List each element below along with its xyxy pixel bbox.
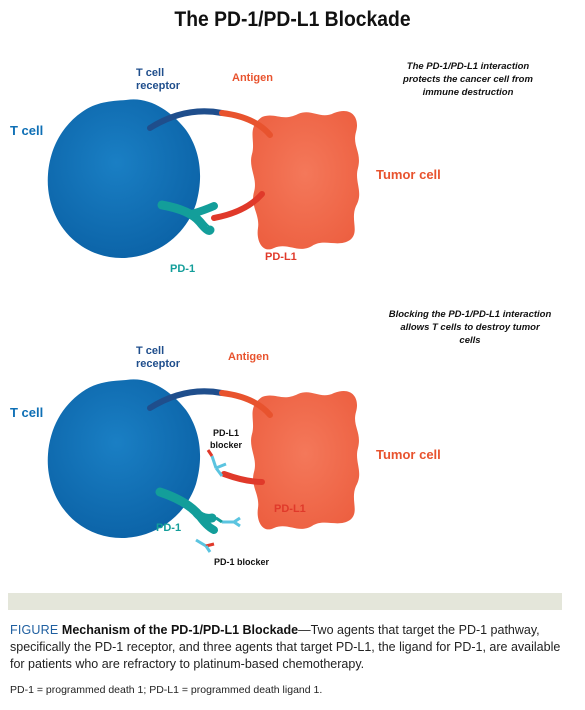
t-cell — [47, 379, 201, 538]
t-cell-label: T cell — [10, 405, 43, 420]
tcr-label-line2: receptor — [136, 358, 181, 370]
abbreviations: PD-1 = programmed death 1; PD-L1 = progr… — [10, 684, 323, 696]
divider-band — [8, 593, 562, 610]
antigen-label: Antigen — [232, 72, 273, 84]
pd1-label: PD-1 — [170, 263, 195, 275]
antigen-arc — [219, 390, 273, 418]
pdl1-label: PD-L1 — [265, 251, 297, 263]
note-line-1: The PD-1/PD-L1 interaction — [407, 61, 530, 72]
tcr-label-line1: T cell — [136, 67, 164, 79]
caption-title: Mechanism of the PD-1/PD-L1 Blockade — [61, 623, 299, 637]
pdl1-blocker-label-line1: PD-L1 — [213, 428, 239, 438]
note-line-2: allows T cells to destroy tumor — [400, 322, 541, 333]
tumor-cell — [251, 110, 360, 250]
t-cell-receptor — [147, 388, 225, 411]
pdl1-blocker-label-line2: blocker — [210, 440, 243, 450]
tumor-cell-label: Tumor cell — [376, 167, 441, 182]
pd1-pdl1-diagram: T cell T cell receptor Antigen Tumor cel… — [10, 61, 551, 567]
pd1-blocker-label: PD-1 blocker — [214, 557, 270, 567]
t-cell — [47, 99, 201, 258]
pd1-label: PD-1 — [156, 522, 181, 534]
pd1-receptor-fork — [194, 510, 218, 534]
caption-figure-word: FIGURE — [10, 623, 59, 637]
tumor-cell — [251, 390, 360, 530]
pd1-receptor — [157, 200, 215, 235]
t-cell-receptor — [147, 108, 225, 131]
pdl1-ligand — [211, 191, 265, 221]
note-line-1: Blocking the PD-1/PD-L1 interaction — [389, 309, 552, 320]
pd1-blocker-antibody — [195, 538, 215, 553]
tumor-cell-label: Tumor cell — [376, 447, 441, 462]
pd1-receptor-fork — [188, 202, 218, 218]
note-line-3: cells — [459, 335, 480, 346]
pdl1-label: PD-L1 — [274, 503, 306, 515]
antigen-arc — [219, 110, 273, 138]
tcr-label-line1: T cell — [136, 345, 164, 357]
pdl1-ligand — [221, 471, 265, 485]
panel-blockade: T cell T cell receptor Antigen Tumor cel… — [10, 309, 551, 567]
figure-caption: FIGURE Mechanism of the PD-1/PD-L1 Block… — [10, 622, 570, 673]
pd1-blocker-antibody — [215, 516, 241, 528]
caption-text: —Two agents that target the PD-1 pathway… — [10, 623, 561, 671]
pdl1-blocker-antibody — [206, 449, 227, 477]
antigen-label: Antigen — [228, 351, 269, 363]
tcr-label-line2: receptor — [136, 80, 181, 92]
page-title: The PD-1/PD-L1 Blockade — [174, 8, 411, 31]
panel-interaction: T cell T cell receptor Antigen Tumor cel… — [10, 61, 533, 275]
note-line-2: protects the cancer cell from — [402, 74, 533, 85]
note-line-3: immune destruction — [423, 87, 514, 98]
t-cell-label: T cell — [10, 123, 43, 138]
